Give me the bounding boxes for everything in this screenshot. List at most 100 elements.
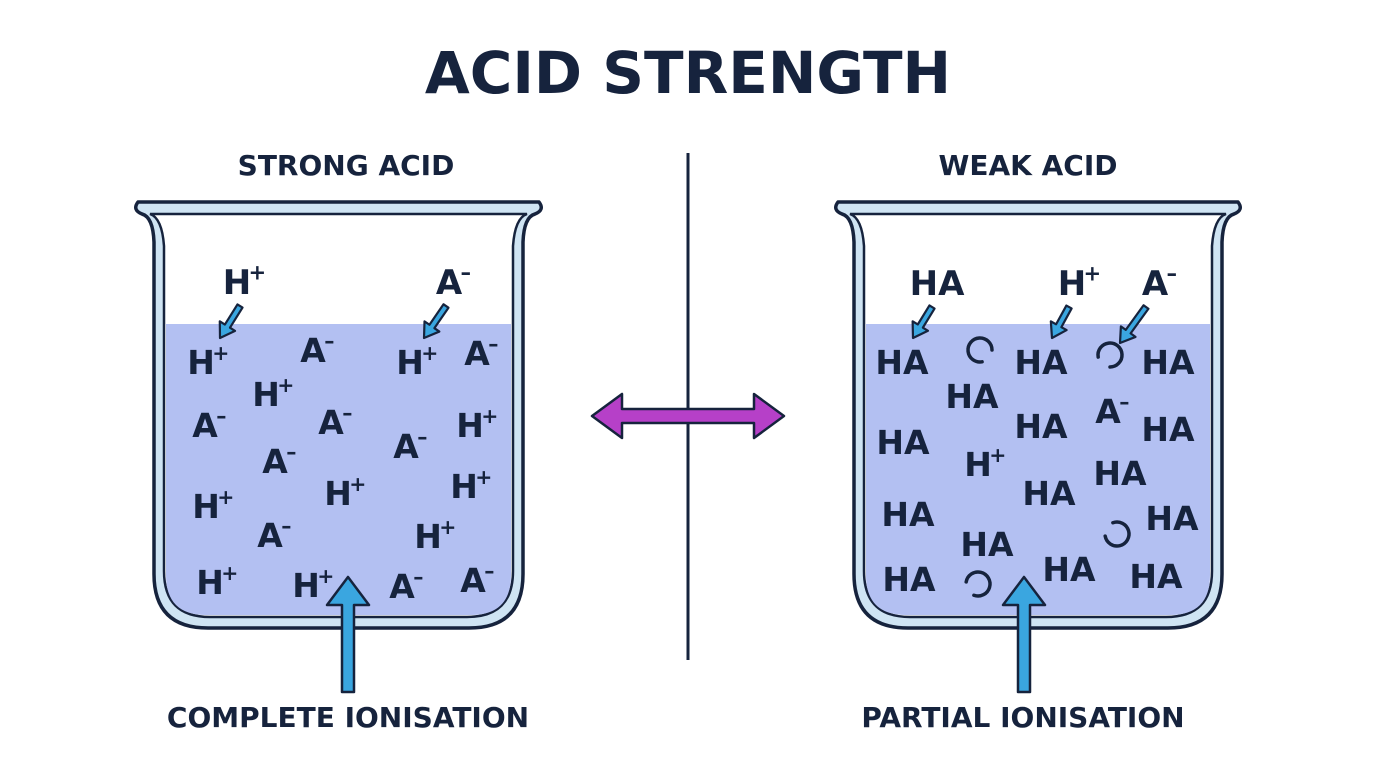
callout-arrow-strong-1-shape bbox=[422, 303, 450, 340]
species-strong-18: A– bbox=[460, 559, 494, 600]
species-weak-0: HA bbox=[875, 343, 929, 382]
species-strong-6-symbol: A bbox=[318, 403, 344, 442]
species-strong-0-symbol: H bbox=[187, 343, 215, 382]
callout-strong-0-charge: + bbox=[249, 260, 267, 285]
species-strong-4: H+ bbox=[252, 373, 294, 414]
species-weak-8-charge: + bbox=[989, 443, 1006, 467]
callout-strong-0-symbol: H bbox=[223, 263, 251, 303]
species-strong-7: A– bbox=[393, 425, 427, 466]
callout-weak-2-charge: – bbox=[1167, 261, 1178, 286]
equilibrium-arrow bbox=[590, 392, 786, 440]
species-strong-4-charge: + bbox=[277, 373, 294, 397]
species-strong-13: A– bbox=[257, 514, 291, 555]
species-strong-9: A– bbox=[262, 440, 296, 481]
species-strong-15-charge: + bbox=[221, 561, 238, 585]
callout-strong-1-charge: – bbox=[461, 260, 472, 285]
species-strong-17: A– bbox=[389, 565, 423, 606]
species-strong-5: A– bbox=[192, 404, 226, 445]
species-strong-14-charge: + bbox=[439, 515, 456, 539]
callout-arrow-weak-1-shape bbox=[1049, 304, 1073, 340]
species-weak-9-symbol: HA bbox=[1022, 474, 1076, 513]
equilibrium-arrow-shape bbox=[590, 392, 786, 440]
species-strong-5-symbol: A bbox=[192, 406, 218, 445]
species-weak-1-symbol: HA bbox=[1014, 343, 1068, 382]
pointer-arrow-weak bbox=[1001, 575, 1047, 694]
species-strong-8: H+ bbox=[456, 404, 498, 445]
open-ring-weak-2 bbox=[1103, 520, 1131, 548]
diagram-title: ACID STRENGTH bbox=[425, 39, 951, 107]
callout-strong-1-symbol: A bbox=[436, 263, 463, 303]
species-weak-13: HA bbox=[960, 525, 1014, 564]
species-strong-14: H+ bbox=[414, 515, 456, 556]
species-weak-4: HA bbox=[876, 423, 930, 462]
species-strong-2: H+ bbox=[396, 341, 438, 382]
beaker-weak bbox=[834, 200, 1242, 630]
callout-arrow-strong-0-shape bbox=[218, 303, 244, 340]
callout-weak-2: A– bbox=[1142, 261, 1177, 304]
callout-arrow-strong-1 bbox=[422, 303, 450, 340]
species-strong-3-symbol: A bbox=[464, 334, 490, 373]
panel-strong: STRONG ACIDH+A–H+A–H+A–H+A–A–A–H+A–H+H+H… bbox=[134, 149, 543, 734]
species-weak-8: H+ bbox=[964, 443, 1006, 484]
species-weak-3: HA bbox=[945, 377, 999, 416]
species-strong-3: A– bbox=[464, 332, 498, 373]
species-strong-15-symbol: H bbox=[196, 563, 224, 602]
callout-strong-1: A– bbox=[436, 260, 471, 303]
species-weak-15-symbol: HA bbox=[1042, 550, 1096, 589]
callout-strong-0: H+ bbox=[223, 260, 266, 303]
callout-arrow-weak-0 bbox=[911, 304, 936, 340]
species-weak-7-symbol: HA bbox=[1141, 410, 1195, 449]
species-strong-17-symbol: A bbox=[389, 567, 415, 606]
species-strong-10-symbol: H bbox=[192, 487, 220, 526]
species-weak-3-symbol: HA bbox=[945, 377, 999, 416]
species-strong-18-symbol: A bbox=[460, 561, 486, 600]
species-strong-9-charge: – bbox=[286, 440, 296, 464]
species-weak-14-symbol: HA bbox=[882, 560, 936, 599]
species-weak-13-symbol: HA bbox=[960, 525, 1014, 564]
species-strong-15: H+ bbox=[196, 561, 238, 602]
open-ring-weak-0 bbox=[966, 336, 994, 364]
species-weak-12: HA bbox=[1145, 499, 1199, 538]
species-strong-0: H+ bbox=[187, 341, 229, 382]
species-weak-14: HA bbox=[882, 560, 936, 599]
species-strong-8-symbol: H bbox=[456, 406, 484, 445]
species-strong-0-charge: + bbox=[212, 341, 229, 365]
species-weak-5: A– bbox=[1095, 390, 1129, 431]
species-strong-7-charge: – bbox=[417, 425, 427, 449]
species-weak-16-symbol: HA bbox=[1129, 557, 1183, 596]
callout-weak-1-symbol: H bbox=[1058, 264, 1086, 304]
species-strong-18-charge: – bbox=[484, 559, 494, 583]
species-weak-11-symbol: HA bbox=[881, 495, 935, 534]
callout-arrow-weak-0-shape bbox=[911, 304, 936, 340]
species-weak-6: HA bbox=[1014, 407, 1068, 446]
species-strong-12-symbol: H bbox=[450, 467, 478, 506]
species-weak-15: HA bbox=[1042, 550, 1096, 589]
species-strong-7-symbol: A bbox=[393, 427, 419, 466]
species-strong-13-symbol: A bbox=[257, 516, 283, 555]
callout-weak-0-symbol: HA bbox=[910, 264, 965, 304]
species-strong-1-charge: – bbox=[324, 329, 334, 353]
callout-weak-0: HA bbox=[910, 264, 965, 304]
species-strong-2-symbol: H bbox=[396, 343, 424, 382]
species-strong-5-charge: – bbox=[216, 404, 226, 428]
species-strong-16: H+ bbox=[292, 564, 334, 605]
species-strong-17-charge: – bbox=[413, 565, 423, 589]
species-strong-1: A– bbox=[300, 329, 334, 370]
callout-weak-1: H+ bbox=[1058, 261, 1101, 304]
species-weak-10-symbol: HA bbox=[1093, 454, 1147, 493]
panels-layer: STRONG ACIDH+A–H+A–H+A–H+A–A–A–H+A–H+H+H… bbox=[134, 149, 1242, 734]
open-ring-weak-1 bbox=[1096, 341, 1124, 369]
callout-arrow-weak-1 bbox=[1049, 304, 1073, 340]
species-strong-10: H+ bbox=[192, 485, 234, 526]
species-strong-12-charge: + bbox=[475, 465, 492, 489]
species-weak-11: HA bbox=[881, 495, 935, 534]
species-strong-11: H+ bbox=[324, 472, 366, 513]
species-strong-3-charge: – bbox=[488, 332, 498, 356]
species-strong-11-symbol: H bbox=[324, 474, 352, 513]
callout-arrow-weak-2 bbox=[1118, 304, 1150, 345]
panel-caption-weak: PARTIAL IONISATION bbox=[861, 701, 1184, 734]
callout-weak-1-charge: + bbox=[1084, 261, 1102, 286]
